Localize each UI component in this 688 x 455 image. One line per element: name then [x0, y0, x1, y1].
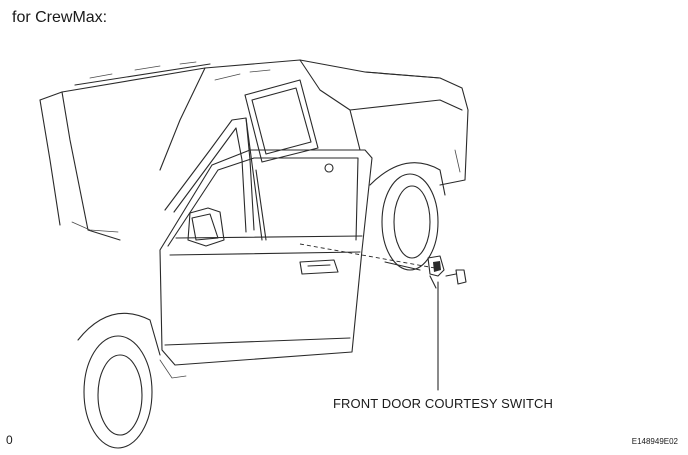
figure-code: E148949E02: [631, 437, 678, 446]
rear-windows: [244, 79, 334, 173]
truck-body: [39, 59, 469, 241]
front-door: [159, 149, 373, 366]
rear-wheel: [369, 162, 446, 271]
courtesy-switch: [299, 243, 445, 289]
diagram-heading: for CrewMax:: [12, 9, 108, 26]
page-marker: 0: [6, 433, 13, 447]
callout-label: FRONT DOOR COURTESY SWITCH: [333, 396, 554, 411]
front-window-frame: [164, 117, 267, 241]
mounting-bolt: [445, 269, 467, 285]
front-wheel: [77, 312, 187, 449]
